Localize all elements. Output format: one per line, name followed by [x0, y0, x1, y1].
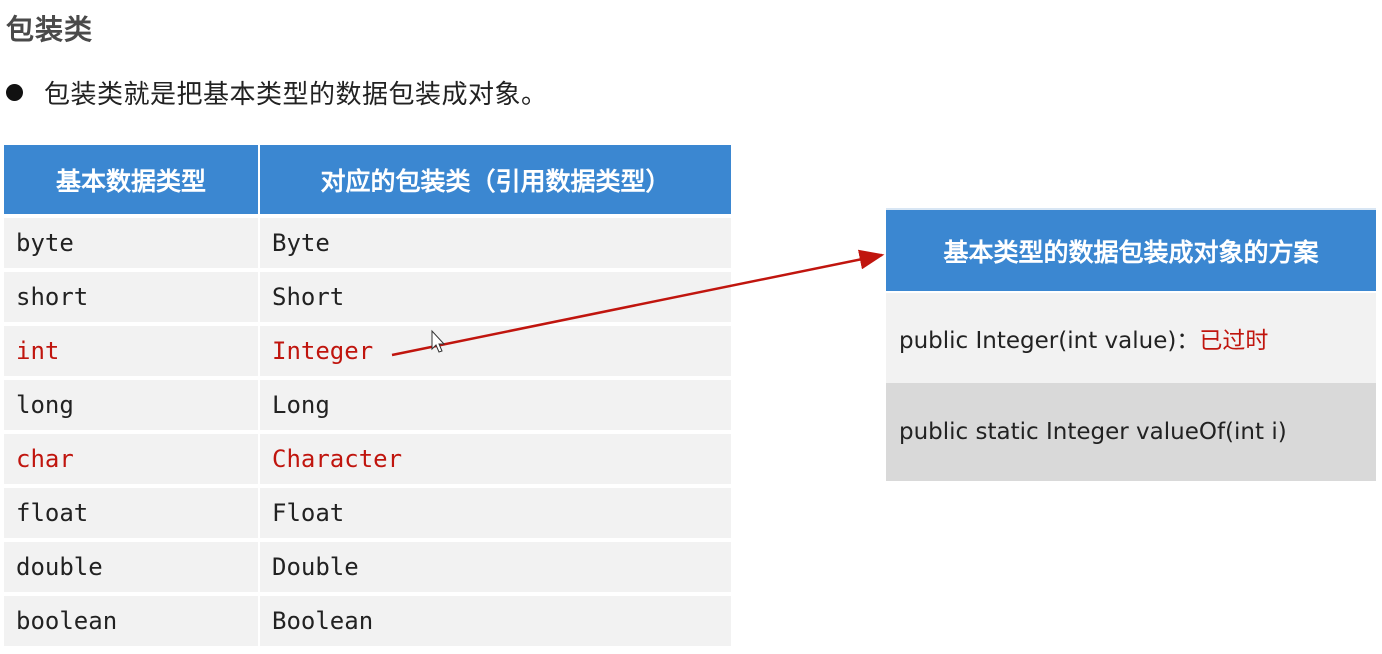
- bullet-dot-icon: [6, 84, 23, 101]
- table-row: char Character: [4, 434, 731, 484]
- primitive-cell-highlighted: char: [4, 434, 258, 484]
- primitive-wrapper-table: 基本数据类型 对应的包装类（引用数据类型） byte Byte short Sh…: [4, 145, 731, 646]
- scheme-title: 基本类型的数据包装成对象的方案: [886, 208, 1376, 291]
- primitive-cell: byte: [4, 218, 258, 268]
- table-row: int Integer: [4, 326, 731, 376]
- primitive-cell: short: [4, 272, 258, 322]
- wrapper-cell: Short: [260, 272, 731, 322]
- wrapper-cell: Byte: [260, 218, 731, 268]
- bullet-text: 包装类就是把基本类型的数据包装成对象。: [44, 80, 548, 110]
- constructor-signature: public Integer(int value)：: [899, 328, 1200, 354]
- wrapper-cell-highlighted: Integer: [260, 326, 731, 376]
- wrapper-cell: Double: [260, 542, 731, 592]
- deprecated-note: 已过时: [1199, 328, 1269, 354]
- table-header: 基本数据类型 对应的包装类（引用数据类型）: [4, 145, 731, 214]
- primitive-cell: double: [4, 542, 258, 592]
- scheme-row-constructor: public Integer(int value)： 已过时: [886, 293, 1376, 383]
- table-row: long Long: [4, 380, 731, 430]
- table-row: boolean Boolean: [4, 596, 731, 646]
- scheme-row-valueof: public static Integer valueOf(int i): [886, 383, 1376, 481]
- bullet-item: 包装类就是把基本类型的数据包装成对象。: [6, 74, 548, 111]
- page-title: 包装类: [6, 13, 94, 46]
- wrapper-cell: Long: [260, 380, 731, 430]
- header-wrapper-class: 对应的包装类（引用数据类型）: [320, 166, 671, 196]
- wrapper-cell-highlighted: Character: [260, 434, 731, 484]
- boxing-scheme-table: 基本类型的数据包装成对象的方案 public Integer(int value…: [886, 208, 1376, 481]
- valueof-signature: public static Integer valueOf(int i): [899, 419, 1287, 445]
- wrapper-cell: Float: [260, 488, 731, 538]
- wrapper-cell: Boolean: [260, 596, 731, 646]
- header-primitive-type: 基本数据类型: [4, 145, 260, 214]
- table-row: float Float: [4, 488, 731, 538]
- table-row: short Short: [4, 272, 731, 322]
- table-row: byte Byte: [4, 218, 731, 268]
- table-row: double Double: [4, 542, 731, 592]
- primitive-cell-highlighted: int: [4, 326, 258, 376]
- primitive-cell: float: [4, 488, 258, 538]
- primitive-cell: long: [4, 380, 258, 430]
- primitive-cell: boolean: [4, 596, 258, 646]
